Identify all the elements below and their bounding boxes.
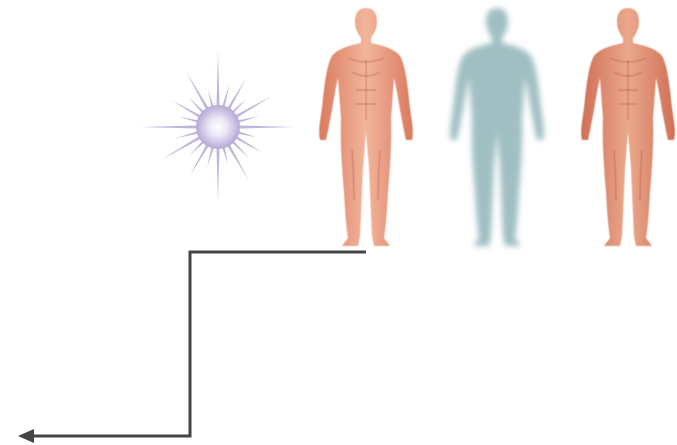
starburst-ray bbox=[140, 125, 204, 128]
anatomy-figure-icon bbox=[581, 8, 675, 246]
arrow-left-icon bbox=[18, 429, 34, 443]
starburst-ray bbox=[216, 51, 219, 113]
starburst-ray bbox=[216, 141, 219, 201]
connector-line bbox=[30, 252, 366, 436]
figure-body bbox=[450, 8, 544, 246]
connector-arrow bbox=[18, 252, 366, 443]
figure-body bbox=[319, 8, 413, 246]
starburst-core bbox=[196, 105, 240, 149]
starburst-ray bbox=[232, 125, 294, 128]
figure-body bbox=[581, 8, 675, 246]
starburst-icon bbox=[140, 51, 294, 201]
anatomy-figure-icon bbox=[319, 8, 413, 246]
silhouette-figure-icon bbox=[450, 8, 544, 246]
